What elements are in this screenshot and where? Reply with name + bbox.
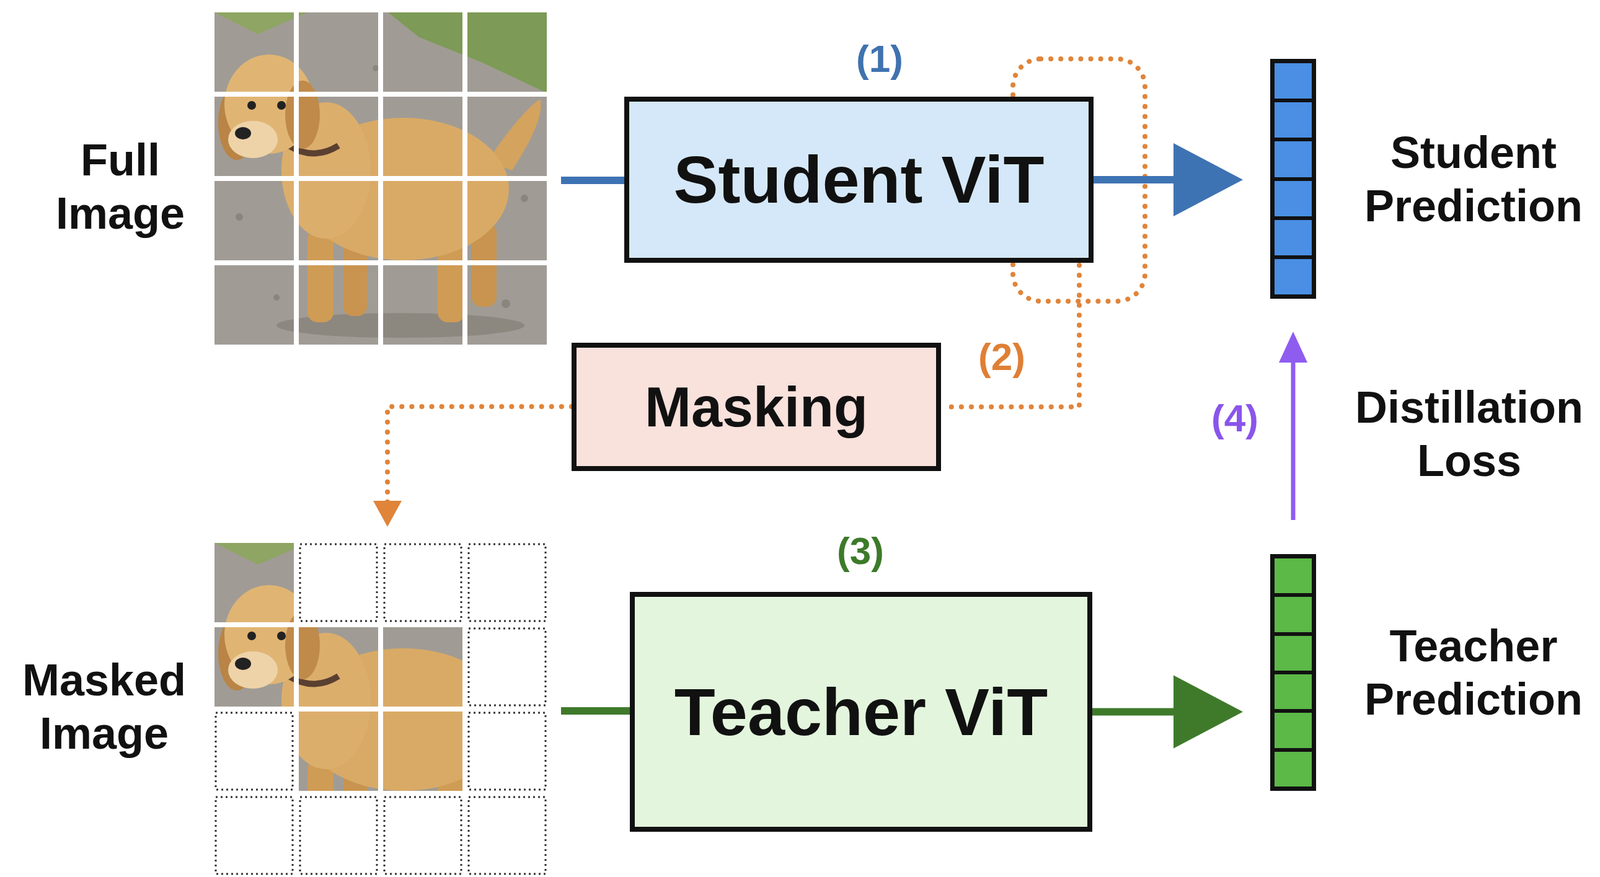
connector-line xyxy=(1091,708,1175,717)
connector xyxy=(1278,331,1308,521)
prediction-vector: Teacher Prediction xyxy=(1270,554,1317,792)
edge-label: Distillation Loss xyxy=(1332,380,1600,488)
vector-cell xyxy=(1274,63,1312,99)
patch-grid xyxy=(214,12,547,345)
step-number: (4) xyxy=(1191,395,1279,442)
step-number: (3) xyxy=(817,528,904,575)
output-label: Teacher Prediction xyxy=(1343,619,1600,727)
image-label: Masked Image xyxy=(14,653,195,761)
dog-photo-patches xyxy=(214,543,547,876)
box-label: Student ViT xyxy=(673,139,1044,221)
vector-cell xyxy=(1274,558,1312,594)
step-number: (2) xyxy=(958,334,1046,381)
vector-cell xyxy=(1274,670,1312,710)
input-line xyxy=(561,176,627,185)
vector-cell xyxy=(1274,177,1312,217)
connector xyxy=(1092,143,1243,217)
image-label: Full Image xyxy=(39,133,201,241)
masking-line xyxy=(387,406,572,506)
masked-patches xyxy=(215,544,546,875)
model-box: Teacher ViT xyxy=(629,592,1093,832)
vector-cell xyxy=(1274,216,1312,256)
vector-cell xyxy=(1274,137,1312,177)
connector-line xyxy=(1291,361,1296,521)
vector-cell xyxy=(1274,593,1312,632)
vector-cell xyxy=(1274,709,1312,748)
output-label: Student Prediction xyxy=(1343,125,1600,233)
box-label: Masking xyxy=(644,373,868,441)
vector-cell xyxy=(1274,98,1312,138)
prediction-vector: Student Prediction xyxy=(1270,58,1317,299)
dog-photo xyxy=(214,12,547,345)
vector-cell xyxy=(1274,632,1312,671)
arrowhead xyxy=(1173,675,1243,749)
process-box: Masking xyxy=(571,342,942,472)
connector-line xyxy=(1092,176,1175,184)
vector-cell xyxy=(1274,748,1312,787)
arrowhead xyxy=(373,500,402,527)
masked-image xyxy=(214,543,547,876)
model-box: Student ViT xyxy=(624,96,1094,263)
arrowhead xyxy=(1173,143,1243,217)
box-label: Teacher ViT xyxy=(674,671,1048,753)
input-line xyxy=(561,707,632,715)
connector xyxy=(1091,675,1243,749)
full-image xyxy=(214,12,547,345)
step-number: (1) xyxy=(836,35,924,82)
connector-line xyxy=(943,265,1080,408)
vector-cell xyxy=(1274,255,1312,295)
connector xyxy=(943,265,1080,408)
arrowhead xyxy=(1278,331,1308,363)
